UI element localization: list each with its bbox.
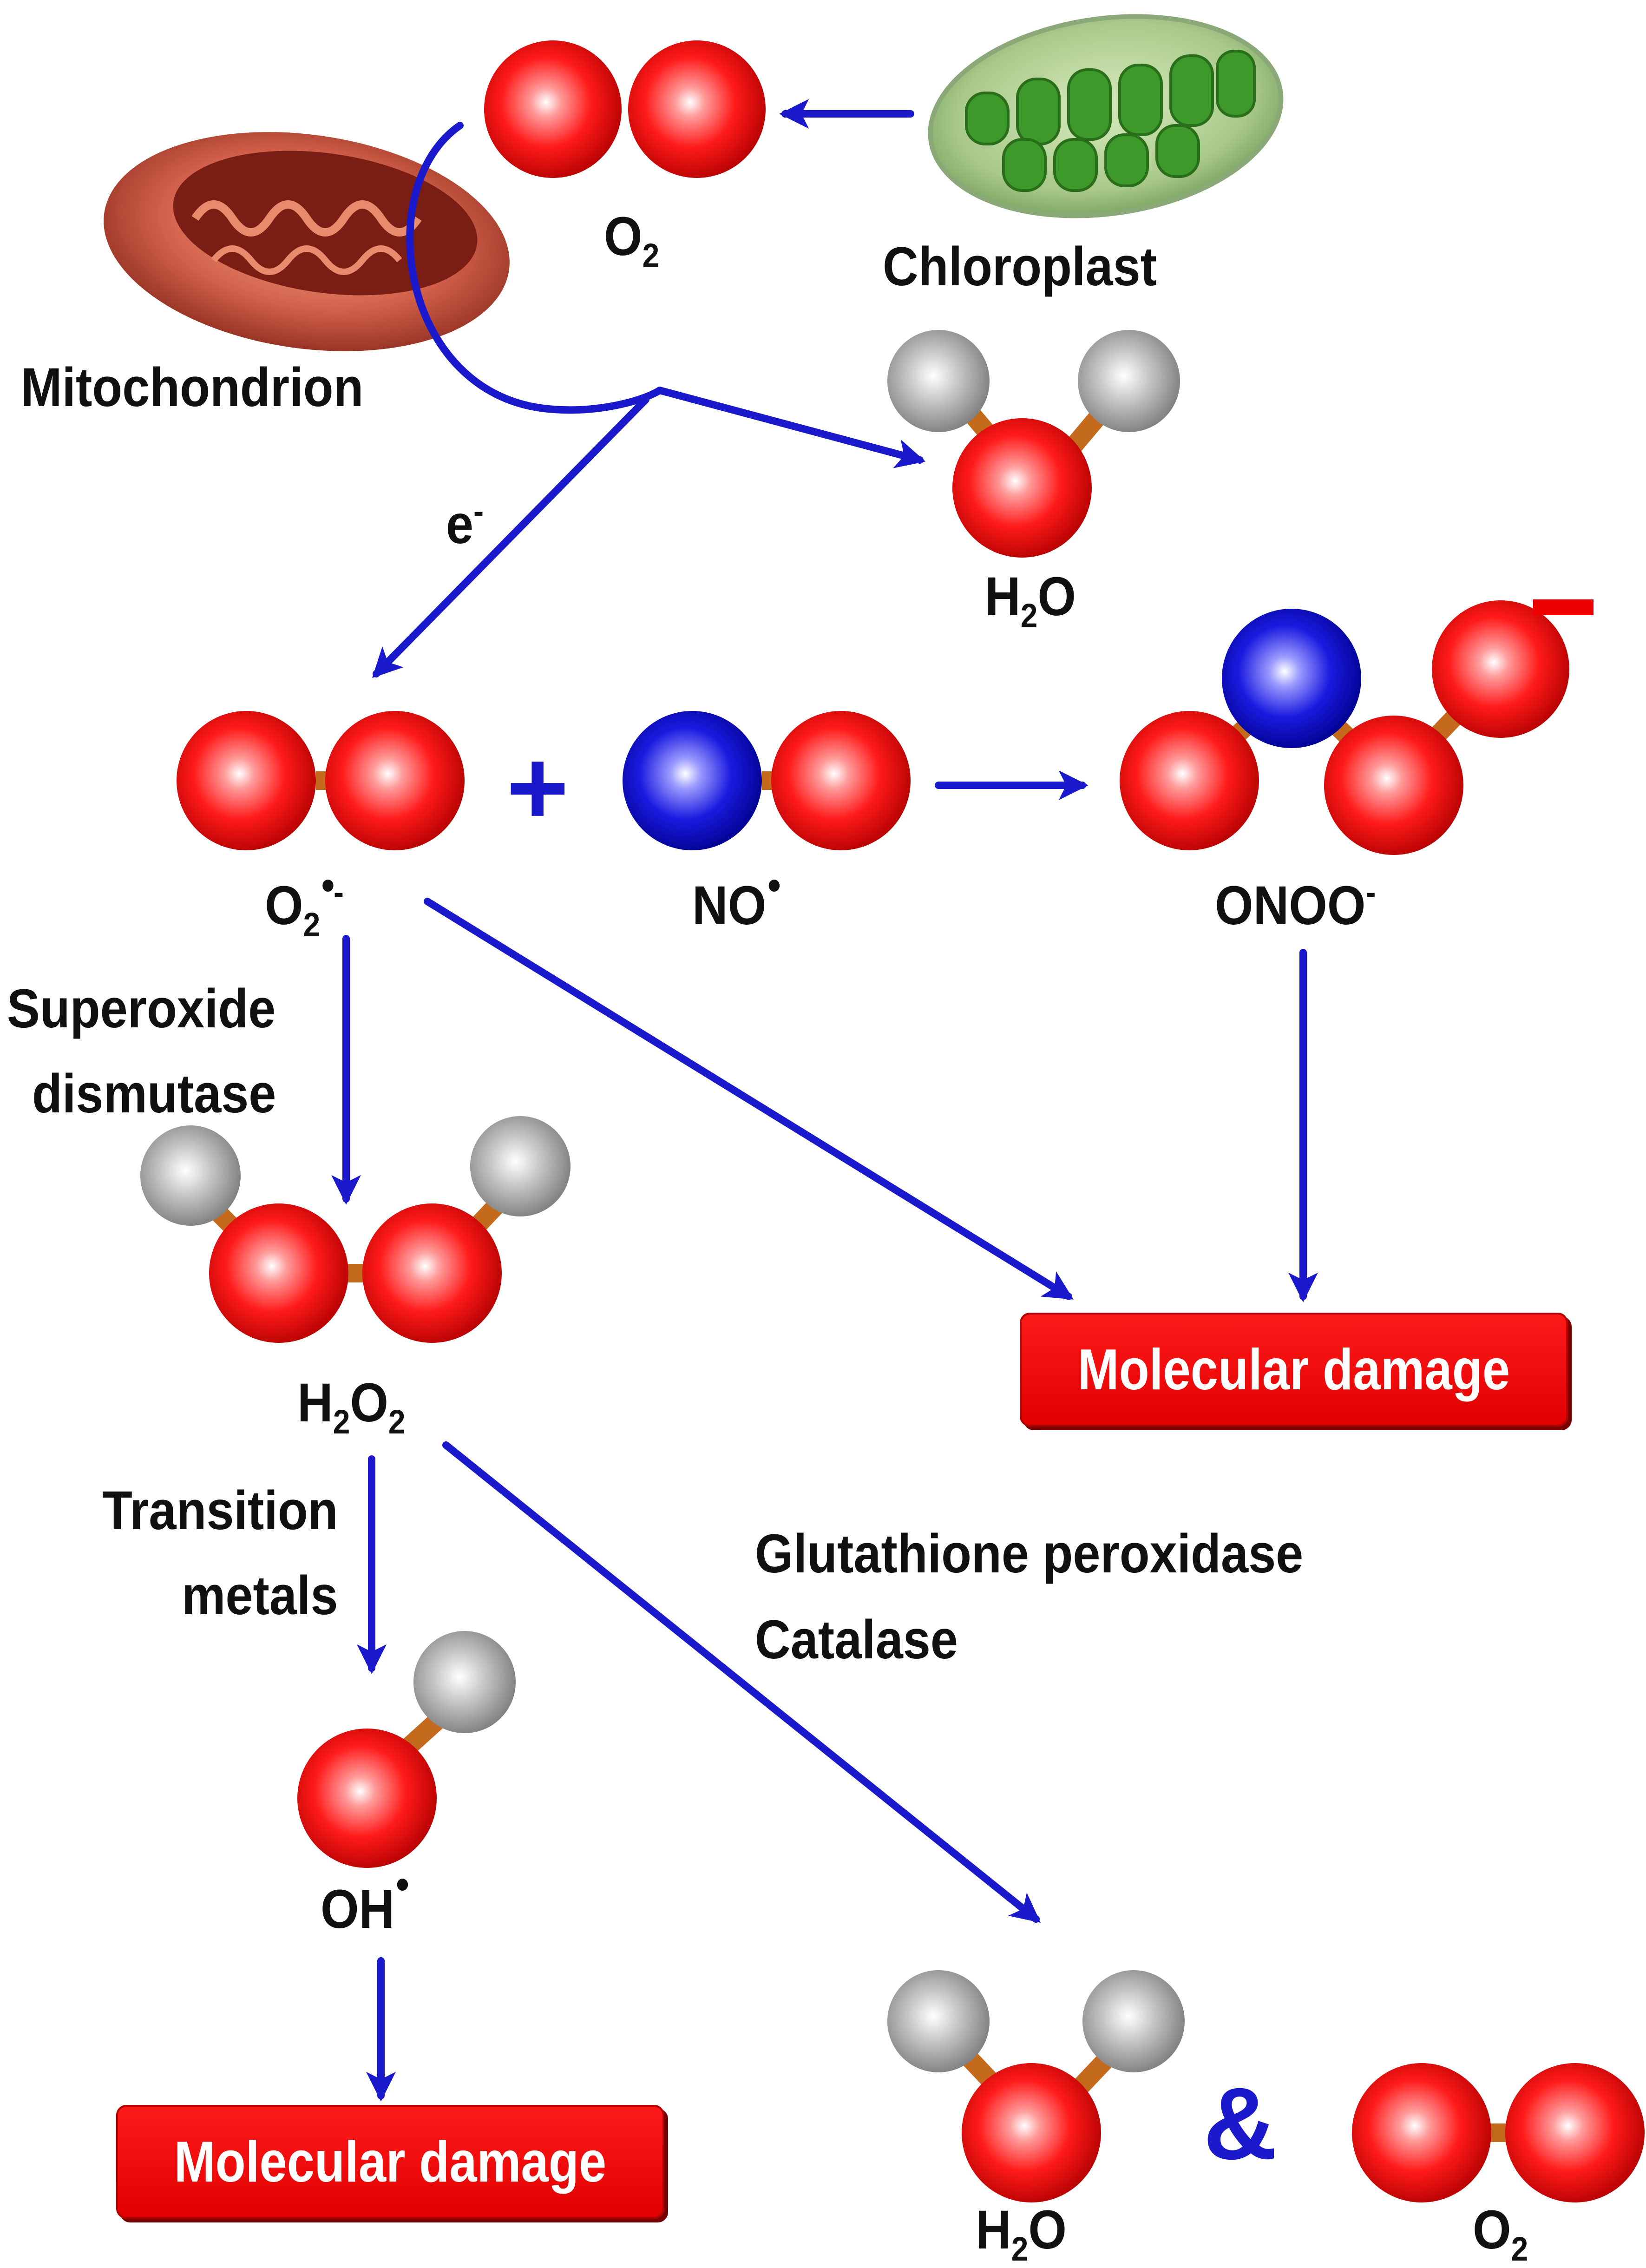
peroxynitrite-negative-charge [1533,599,1594,615]
o2-top-molecule [484,40,766,178]
radical-dot-icon [397,1879,408,1891]
nitric-oxide-molecule [623,711,911,850]
hydroxyl-label: OH [321,1879,408,1937]
superoxide-molecule [177,711,465,850]
glutathione-peroxidase-label: Glutathione peroxidase [755,1523,1304,1584]
h2o-top-label: H2O [985,566,1076,635]
electron-label: e- [446,492,484,555]
hydroxyl-molecule [297,1631,516,1868]
molecular-damage-box-right: Molecular damage [1020,1313,1568,1427]
radical-dot-icon [768,880,780,892]
o2-top-label: O2 [604,206,660,275]
o2-bottom-label: O2 [1473,2199,1528,2268]
o2-bottom-molecule [1352,2063,1645,2202]
superoxide-dismutase-label: Superoxide dismutase [7,978,276,1124]
transition-metals-label: Transition metals [102,1480,338,1626]
chloroplast-label: Chloroplast [883,236,1157,297]
superoxide-label: O2- [265,873,344,944]
h2o2-label: H2O2 [297,1372,406,1441]
arrow-to-superoxide [372,396,649,678]
h2o-bottom-label: H2O [976,2199,1067,2268]
peroxynitrite-label: ONOO- [1215,873,1376,936]
reaction-arrows [331,99,1318,2102]
plus-sign: + [506,728,569,847]
radical-dot-icon [322,880,334,892]
chloroplast-icon [928,14,1284,218]
molecular-damage-box-bottom: Molecular damage [116,2105,664,2219]
nitric-oxide-label: NO [692,878,780,933]
arrow-superoxide-to-damage [424,898,1074,1300]
mitochondrion-icon [104,132,510,351]
catalase-label: Catalase [755,1609,958,1670]
h2o-top-molecule [887,330,1180,558]
peroxynitrite-molecule [1120,600,1569,855]
ampersand-symbol: & [1203,2066,1277,2181]
h2o-bottom-molecule [887,1970,1185,2202]
arrow-h2o2-to-water-oxygen [442,1441,1041,1923]
mitochondrion-label: Mitochondrion [21,357,364,418]
h2o2-molecule [140,1116,571,1343]
arrow-to-h2o-top [656,387,926,468]
electron-transport-curve [406,122,663,414]
